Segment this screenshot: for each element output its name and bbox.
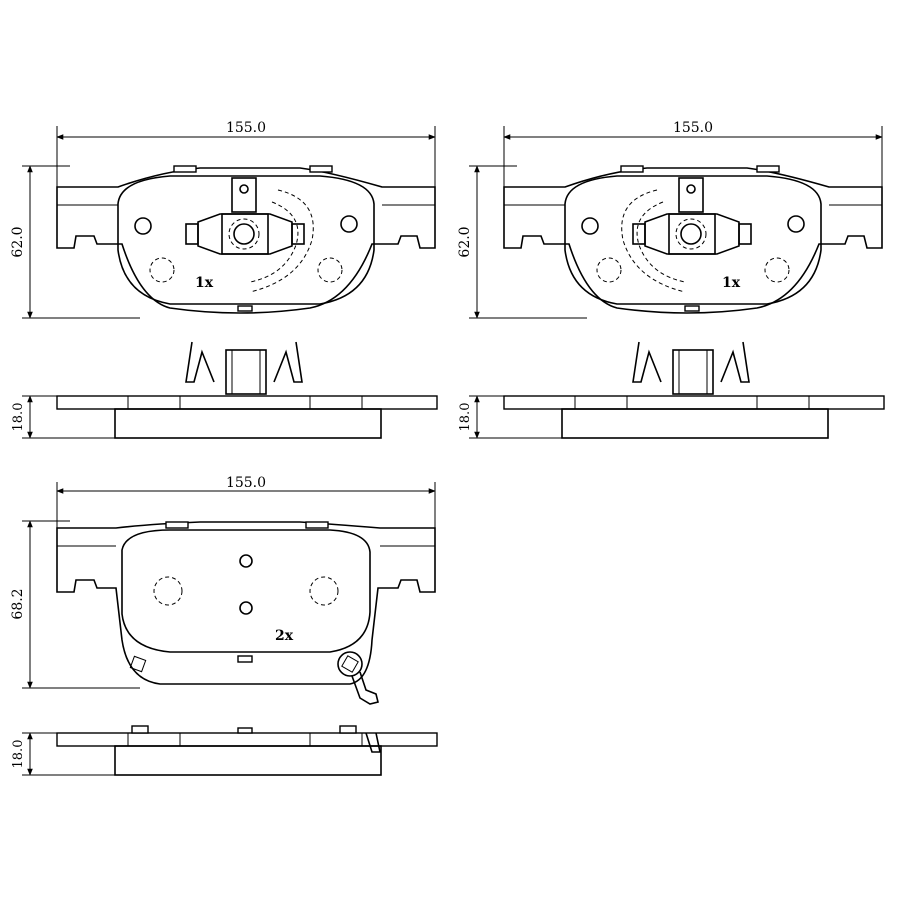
pad-b-thickness-label: 18.0 <box>458 403 473 432</box>
pad-a-height-label: 62.0 <box>10 226 26 257</box>
pad-c-drawing: 155.0 68.2 2x <box>10 475 438 776</box>
pad-a-hole-left <box>134 217 152 235</box>
pad-c-hole-top <box>239 554 253 568</box>
pad-c-thickness-label: 18.0 <box>11 740 26 769</box>
pad-b-hole-right <box>787 215 805 233</box>
pad-a-friction-surface <box>117 175 375 305</box>
pad-b-drawing: 155.0 62.0 1x <box>457 120 885 439</box>
pad-b-friction-surface <box>564 175 822 305</box>
pad-a-backing-plate <box>56 167 436 314</box>
pad-c-friction-surface <box>121 529 371 653</box>
pad-a-width-dimension: 155.0 <box>56 120 436 190</box>
pad-b-side-view: 18.0 <box>458 341 885 439</box>
pad-b-height-dimension: 62.0 <box>457 165 587 319</box>
pad-b-hole-left <box>581 217 599 235</box>
pad-a-thickness-label: 18.0 <box>11 403 26 432</box>
pad-c-wear-sensor <box>337 651 379 705</box>
pad-c-side-view: 18.0 <box>11 725 438 776</box>
pad-c-height-label: 68.2 <box>10 588 26 619</box>
pad-a-height-dimension: 62.0 <box>10 165 140 319</box>
pad-b-backing-plate <box>503 167 883 314</box>
pad-b-qty-label: 1x <box>722 275 741 291</box>
pad-a-hole-right <box>340 215 358 233</box>
pad-a-center-clip <box>185 177 314 293</box>
pad-a-side-view: 18.0 <box>11 341 438 439</box>
pad-c-width-label: 155.0 <box>226 475 266 491</box>
pad-b-width-label: 155.0 <box>673 120 713 136</box>
pad-c-hole-bottom <box>239 601 253 615</box>
pad-c-height-dimension: 68.2 <box>10 520 140 689</box>
pad-a-drawing: 155.0 62.0 <box>10 120 438 439</box>
pad-b-height-label: 62.0 <box>457 226 473 257</box>
pad-b-center-clip <box>621 177 752 293</box>
pad-a-width-label: 155.0 <box>226 120 266 136</box>
pad-b-width-dimension: 155.0 <box>503 120 883 190</box>
pad-a-qty-label: 1x <box>195 275 214 291</box>
pad-c-qty-label: 2x <box>275 628 294 644</box>
